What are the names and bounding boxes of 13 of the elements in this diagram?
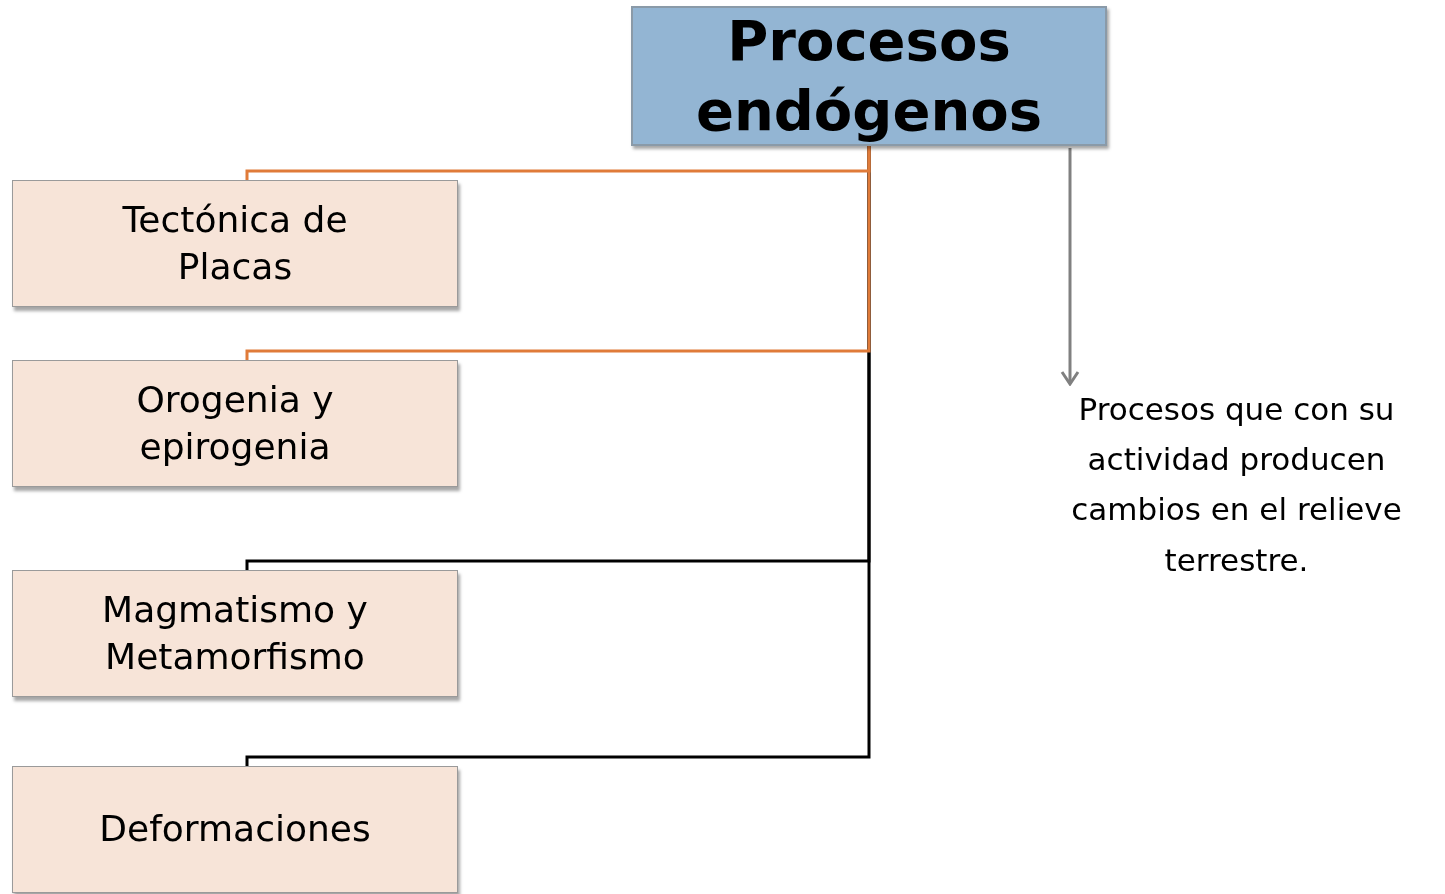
process-label: Deformaciones (99, 807, 371, 852)
process-box (12, 570, 458, 697)
process-box (12, 766, 458, 893)
process-box (12, 360, 458, 487)
process-box (12, 180, 458, 307)
process-label: Orogenia y epirogenia (135, 377, 335, 469)
process-label: Magmatismo y Metamorfismo (101, 587, 369, 679)
description-text: Procesos que con su actividad producen cambios en el relieve terrestre. (1070, 390, 1403, 580)
arrow (1060, 148, 1080, 386)
title-box (631, 6, 1107, 146)
connector-line (245, 146, 871, 180)
process-label: Tectónica de Placas (121, 197, 349, 289)
title-text: Procesos endógenos (694, 7, 1044, 145)
